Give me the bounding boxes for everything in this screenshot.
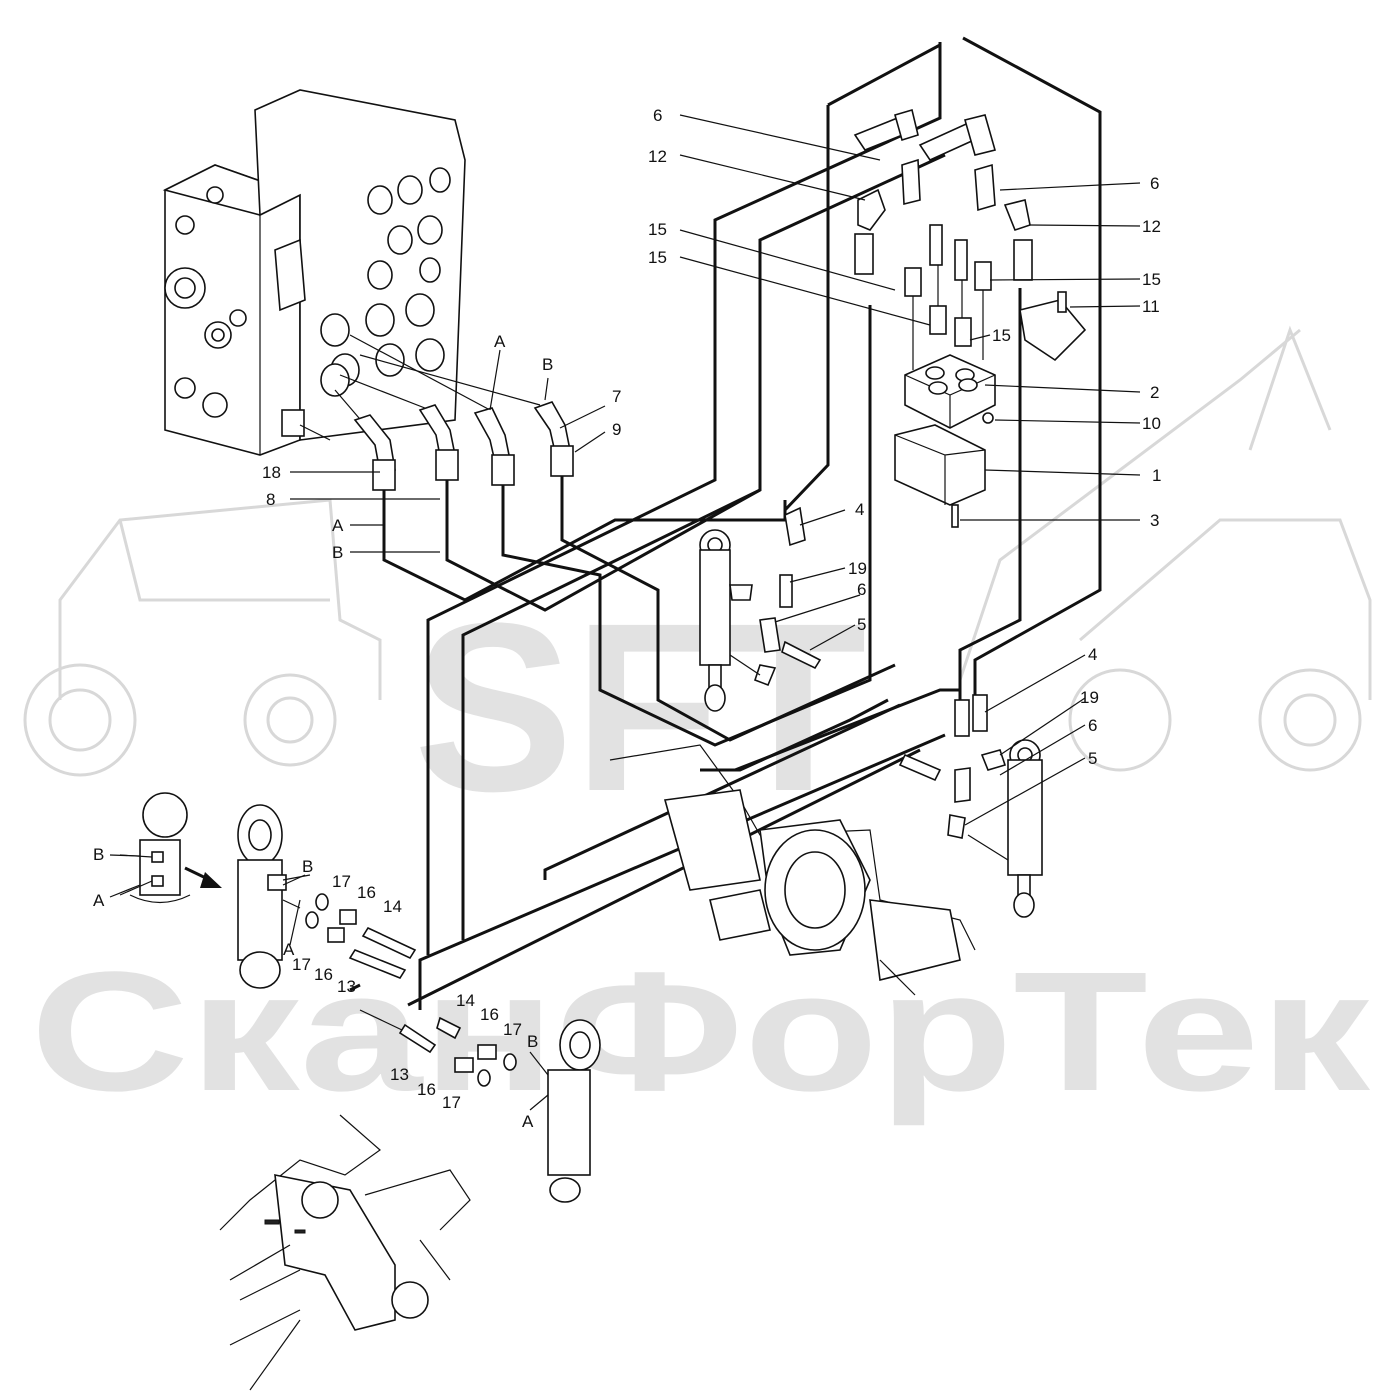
watermark-brand: СканФорТек — [30, 937, 1371, 1127]
callout-9: 9 — [612, 420, 621, 439]
callout-17: 17 — [503, 1020, 522, 1039]
callout-12: 12 — [1142, 217, 1161, 236]
callout-6: 6 — [1088, 716, 1097, 735]
lower-middle-fittings — [398, 1016, 517, 1087]
callout-16: 16 — [314, 965, 333, 984]
callout-10: 10 — [1142, 414, 1161, 433]
valve-hoses — [334, 153, 946, 747]
callout-1: 1 — [1152, 466, 1161, 485]
watermark: SFT СканФорТек — [23, 325, 1372, 1127]
lower-middle-cylinder — [359, 1009, 601, 1203]
port-label-a: A — [332, 516, 344, 535]
callout-16: 16 — [357, 883, 376, 902]
center-cylinder — [699, 506, 822, 712]
callout-13: 13 — [390, 1065, 409, 1084]
lower-left-fittings — [305, 893, 417, 979]
callout-19: 19 — [848, 559, 867, 578]
port-label-a: A — [522, 1112, 534, 1131]
joystick-label-a: A — [93, 891, 105, 910]
callout-17: 17 — [292, 955, 311, 974]
callout-7: 7 — [612, 387, 621, 406]
loader-frame — [219, 1114, 471, 1391]
callout-8: 8 — [266, 490, 275, 509]
port-label-b: B — [542, 355, 553, 374]
watermark-tractor-left — [23, 498, 382, 777]
callout-15: 15 — [992, 326, 1011, 345]
callout-6: 6 — [1150, 174, 1159, 193]
callout-19: 19 — [1080, 688, 1099, 707]
pipe-runs — [349, 36, 1102, 1010]
leader-lines — [109, 114, 1141, 1111]
watermark-logo: SFT — [413, 573, 866, 841]
port-label-a: A — [494, 332, 506, 351]
callout-5: 5 — [1088, 749, 1097, 768]
port-label-b: B — [302, 857, 313, 876]
callout-6: 6 — [857, 580, 866, 599]
callout-5: 5 — [857, 615, 866, 634]
valve-ports — [164, 186, 306, 418]
port-label-a: A — [283, 940, 295, 959]
callout-15: 15 — [1142, 270, 1161, 289]
lower-left-cylinder — [237, 804, 417, 989]
watermark-crane-right — [958, 325, 1372, 772]
callout-14: 14 — [456, 991, 475, 1010]
callout-4: 4 — [855, 500, 864, 519]
callout-11: 11 — [1142, 297, 1160, 316]
callout-17: 17 — [442, 1093, 461, 1112]
callout-13: 13 — [337, 977, 356, 996]
control-valve-block — [162, 89, 466, 456]
callout-labels: 6 12 15 15 6 12 15 11 15 2 10 1 3 A B 7 … — [93, 106, 1161, 1131]
right-cylinder — [898, 694, 1043, 918]
hose-fittings-row — [353, 401, 574, 491]
callout-18: 18 — [262, 463, 281, 482]
callout-15: 15 — [648, 220, 667, 239]
callout-16: 16 — [417, 1080, 436, 1099]
port-label-b: B — [332, 543, 343, 562]
callout-2: 2 — [1150, 383, 1159, 402]
port-label-b: B — [527, 1032, 538, 1051]
callout-4: 4 — [1088, 645, 1097, 664]
axle-assembly — [609, 744, 976, 996]
callout-12: 12 — [648, 147, 667, 166]
callout-14: 14 — [383, 897, 402, 916]
callout-16: 16 — [480, 1005, 499, 1024]
callout-17: 17 — [332, 872, 351, 891]
callout-3: 3 — [1150, 511, 1159, 530]
callout-6: 6 — [653, 106, 662, 125]
valve-block-assembly — [894, 291, 1087, 528]
callout-15: 15 — [648, 248, 667, 267]
joystick-label-b: B — [93, 845, 104, 864]
inset-joystick — [119, 792, 222, 904]
